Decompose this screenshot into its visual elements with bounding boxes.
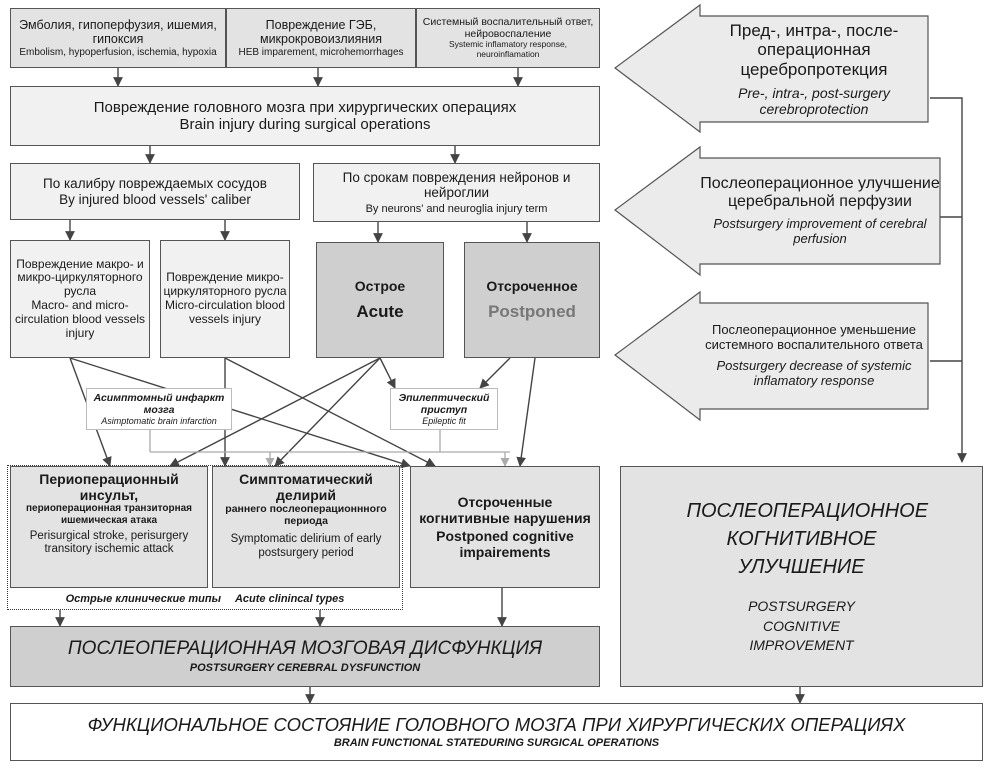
asymptomatic-en: Asimptomatic brain infarction <box>101 415 217 426</box>
protection-1-ru: Пред-, интра-, после-операционная церебр… <box>729 20 899 79</box>
cognitive-impair-box: Отсроченные когнитивные нарушения Postpo… <box>410 466 600 588</box>
dysfunction-en: POSTSURGERY CEREBRAL DYSFUNCTION <box>189 662 421 675</box>
protection-1-en: Pre-, intra-, post-surgery cerebroprotec… <box>738 85 890 118</box>
brain-injury-ru: Повреждение головного мозга при хирургич… <box>93 98 517 116</box>
by-caliber-en: By injured blood vessels' caliber <box>59 191 251 207</box>
protection-3-ru: Послеоперационное уменьшение системного … <box>705 322 923 353</box>
stroke-ru: Периоперационный инсульт, <box>39 471 179 504</box>
protection-arrow-1 <box>613 3 929 134</box>
bracket-protection <box>930 97 967 463</box>
stroke-en: Perisurgical stroke, perisurgery transit… <box>29 530 189 556</box>
macro-micro-ru: Повреждение макро- и микро-циркуляторног… <box>16 256 144 299</box>
cause-inflammation: Системный воспалительный ответ, нейровос… <box>416 8 600 68</box>
dysfunction-box: ПОСЛЕОПЕРАЦИОННАЯ МОЗГОВАЯ ДИСФУНКЦИЯ PO… <box>10 626 600 687</box>
by-term-en: By neurons' and neuroglia injury term <box>365 202 548 215</box>
functional-state-box: ФУНКЦИОНАЛЬНОЕ СОСТОЯНИЕ ГОЛОВНОГО МОЗГА… <box>10 703 983 761</box>
delirium-ru: Симптоматический делирий <box>239 471 373 504</box>
cognitive-impair-en: Postponed cognitive impairements <box>436 528 574 561</box>
micro-box: Повреждение микро-циркуляторного русла M… <box>160 240 290 358</box>
by-caliber-box: По калибру повреждаемых сосудов By injur… <box>10 163 300 220</box>
stroke-ru2: периоперационная транзиторная ишемическа… <box>25 503 193 526</box>
dysfunction-ru: ПОСЛЕОПЕРАЦИОННАЯ МОЗГОВАЯ ДИСФУНКЦИЯ <box>67 638 543 660</box>
postponed-box: Отсроченное Postponed <box>464 242 600 358</box>
cause-heb-en: HEB imparement, microhemorrhages <box>238 46 404 58</box>
line-acute-to-epileptic <box>379 357 396 389</box>
line-macro-to-cognitive <box>69 357 411 468</box>
by-term-ru: По срокам повреждения нейронов и нейрогл… <box>342 169 571 201</box>
line-acute-to-stroke <box>169 357 381 467</box>
cause-inflammation-ru: Системный воспалительный ответ, нейровос… <box>422 16 594 41</box>
micro-ru: Повреждение микро-циркуляторного русла <box>163 270 287 299</box>
cause-embolism-en: Embolism, hypoperfusion, ischemia, hypox… <box>19 46 217 58</box>
micro-en: Micro-circulation blood vessels injury <box>164 298 286 326</box>
protection-3-en: Postsurgery decrease of systemic inflama… <box>716 358 912 388</box>
protection-2-ru: Послеоперационное улучшение церебральной… <box>700 174 940 211</box>
protection-2-en: Postsurgery improvement of cerebral perf… <box>713 216 927 247</box>
acute-types-en: Acute clinincal types <box>234 593 345 605</box>
cognitive-impair-ru: Отсроченные когнитивные нарушения <box>419 493 591 526</box>
delirium-ru2: раннего послеоперационнного периода <box>225 503 387 528</box>
cause-embolism: Эмболия, гипоперфузия, ишемия, гипоксия … <box>10 8 226 68</box>
by-caliber-ru: По калибру повреждаемых сосудов <box>43 175 267 191</box>
postponed-ru: Отсроченное <box>486 278 578 295</box>
cognitive-improvement-en: POSTSURGERY COGNITIVE IMPROVEMENT <box>748 598 855 654</box>
postponed-en: Postponed <box>488 302 576 322</box>
asymptomatic-ru: Асимптомный инфаркт мозга <box>93 391 225 416</box>
acute-types-frame <box>7 465 403 610</box>
asymptomatic-box: Асимптомный инфаркт мозга Asimptomatic b… <box>86 388 232 430</box>
protection-3-text: Послеоперационное уменьшение системного … <box>700 303 928 409</box>
epileptic-box: Эпилептический приступ Epileptic fit <box>390 388 498 430</box>
cause-inflammation-en: Systemic inflamatory response, neuroinfl… <box>448 39 568 60</box>
epileptic-en: Epileptic fit <box>422 415 466 426</box>
stroke-box: Периоперационный инсульт, периоперационн… <box>10 466 208 588</box>
delirium-en: Symptomatic delirium of early postsurger… <box>230 533 382 559</box>
functional-state-en: BRAIN FUNCTIONAL STATEDURING SURGICAL OP… <box>333 737 660 750</box>
cause-heb-ru: Повреждение ГЭБ, микрокровоизлияния <box>259 17 383 47</box>
protection-2-text: Послеоперационное улучшение церебральной… <box>700 158 940 264</box>
line-acute-to-delirium <box>274 357 381 467</box>
acute-box: Острое Acute <box>316 242 444 358</box>
brain-injury-en: Brain injury during surgical operations <box>179 116 431 133</box>
acute-en: Acute <box>356 302 404 322</box>
protection-arrow-2 <box>614 145 941 277</box>
epileptic-ru: Эпилептический приступ <box>398 391 490 416</box>
by-term-box: По срокам повреждения нейронов и нейрогл… <box>313 163 600 222</box>
protection-1-text: Пред-, интра-, после-операционная церебр… <box>700 16 928 122</box>
functional-state-ru: ФУНКЦИОНАЛЬНОЕ СОСТОЯНИЕ ГОЛОВНОГО МОЗГА… <box>87 714 906 736</box>
macro-micro-en: Macro- and micro-circulation blood vesse… <box>14 298 146 340</box>
cognitive-improvement-box: ПОСЛЕОПЕРАЦИОННОЕ КОГНИТИВНОЕ УЛУЧШЕНИЕ … <box>620 466 983 687</box>
protection-arrow-3 <box>614 290 929 422</box>
line-postponed-to-epileptic <box>479 357 511 389</box>
brain-injury-box: Повреждение головного мозга при хирургич… <box>10 86 600 146</box>
cognitive-improvement-ru: ПОСЛЕОПЕРАЦИОННОЕ КОГНИТИВНОЕ УЛУЧШЕНИЕ <box>686 500 929 579</box>
macro-micro-box: Повреждение макро- и микро-циркуляторног… <box>10 240 150 358</box>
cause-heb: Повреждение ГЭБ, микрокровоизлияния HEB … <box>226 8 416 68</box>
delirium-box: Симптоматический делирий раннего послеоп… <box>212 466 400 588</box>
acute-ru: Острое <box>354 278 406 295</box>
line-micro-to-cognitive2 <box>224 357 436 467</box>
cause-embolism-ru: Эмболия, гипоперфузия, ишемия, гипоксия <box>19 17 217 47</box>
acute-types-caption: Острые клинические типы Acute clinincal … <box>10 593 400 609</box>
acute-types-ru: Острые клинические типы <box>65 593 221 605</box>
line-postponed-to-cognitive <box>516 357 536 467</box>
